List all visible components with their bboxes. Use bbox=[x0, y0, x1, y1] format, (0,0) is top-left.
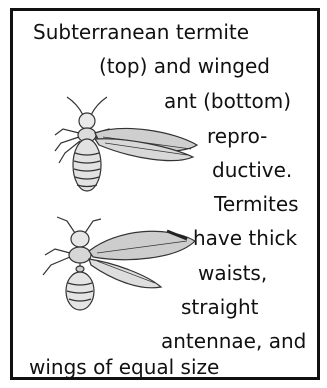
caption-line-10: antennae, and bbox=[161, 329, 306, 353]
caption-line-4: repro- bbox=[207, 124, 267, 148]
caption-line-5: ductive. bbox=[212, 158, 292, 182]
caption-line-11: wings of equal size bbox=[29, 355, 219, 379]
caption-line-6: Termites bbox=[214, 192, 299, 216]
caption-line-1: Subterranean termite bbox=[33, 20, 249, 44]
caption-line-7: have thick bbox=[193, 226, 297, 250]
caption-line-8: waists, bbox=[198, 261, 267, 285]
winged-ant-illustration bbox=[27, 211, 203, 323]
termite-illustration bbox=[43, 93, 203, 211]
caption-box: Subterranean termite (top) and winged an… bbox=[10, 8, 320, 380]
caption-line-2: (top) and winged bbox=[99, 54, 270, 78]
